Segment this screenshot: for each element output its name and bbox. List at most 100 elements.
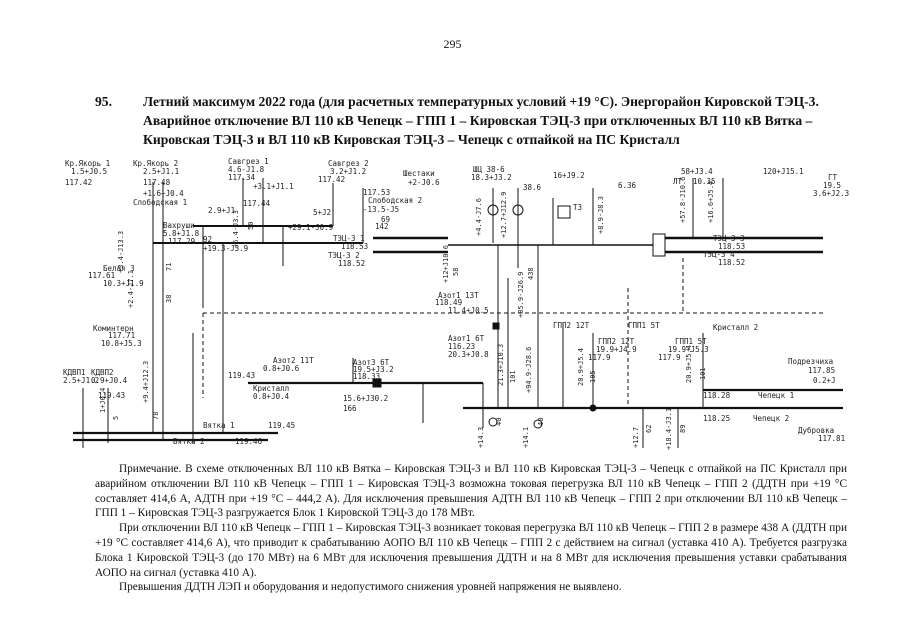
vlabel-4: +5.4-J3.3 — [232, 210, 240, 248]
label-57: Вятка 2 — [173, 437, 205, 446]
label-39: 117.71 — [108, 331, 135, 340]
label-45: 119.43 — [98, 391, 125, 400]
vlabel-33: 89 — [679, 425, 687, 433]
heading-number: 95. — [95, 94, 112, 109]
diagram-labels: Кр.Якорь 1 1.5+J0.5 117.42 Кр.Якорь 2 2.… — [63, 158, 849, 446]
label-38: Коминтерн — [93, 324, 134, 333]
label-94: 118.25 — [703, 414, 730, 423]
notes-block: Примечание. В схеме отключенных ВЛ 110 к… — [95, 462, 847, 595]
vlabel-19: 105 — [589, 370, 597, 383]
label-89: 19.9+J5.3 — [668, 345, 709, 354]
label-3: Кр.Якорь 2 — [133, 159, 178, 168]
vlabel-11: +57.8-J10.6 — [679, 177, 687, 223]
label-97: 117.85 — [808, 366, 835, 375]
vlabel-0: +2.4-J7.1 — [127, 270, 135, 308]
label-62: 38.6 — [523, 183, 542, 192]
vlabel-31: 62 — [645, 425, 653, 433]
label-0: Кр.Якорь 1 — [65, 159, 110, 168]
label-80: Азот1 6Т — [448, 334, 485, 343]
label-58: 119.45 — [268, 421, 295, 430]
label-60: ШЦ 38-6 — [473, 165, 505, 174]
label-18: -13.5-J5 — [363, 205, 399, 214]
label-4: 2.5+J1.1 — [143, 167, 179, 176]
label-68: 10.35 — [693, 177, 716, 186]
label-93: Чепецк 1 — [758, 391, 794, 400]
label-69: 120+J15.1 — [763, 167, 804, 176]
label-81: 116.23 — [448, 342, 475, 351]
label-19: 69 — [381, 215, 390, 224]
label-50: 19.5+J3.2 — [353, 365, 394, 374]
label-31: ТЭЦ-3 1 — [333, 234, 365, 243]
vlabel-32: +18.4-J3.1 — [665, 408, 673, 450]
label-78: 118.49 — [435, 298, 462, 307]
label-74: 118.53 — [718, 242, 745, 251]
label-98: 0.2+J — [813, 376, 836, 385]
label-88: ГПП1 5Т — [675, 337, 707, 346]
label-99: Дубровка — [798, 426, 834, 435]
label-25: 5.8+J1.8 — [163, 229, 200, 238]
vlabel-26: +14.3 — [477, 427, 485, 448]
vlabel-8: +4.4-J7.6 — [475, 198, 483, 236]
label-73: ТЭЦ-3 3 — [713, 234, 745, 243]
label-17: Слободская 2 — [368, 196, 422, 205]
label-59: 119.46 — [235, 437, 263, 446]
vlabel-21: 101 — [699, 367, 707, 380]
label-75: ТЭЦ-3 4 — [703, 250, 735, 259]
diagram-vertical-labels: +2.4-J7.1 38 +3.4-J13.3 71 +5.4-J3.3 50 … — [99, 177, 715, 450]
label-42: КДВП2 — [91, 368, 114, 377]
label-2: 117.42 — [65, 178, 92, 187]
note-paragraph-3: Превышения ДДТН ЛЭП и оборудования и нед… — [119, 581, 622, 594]
label-92: Кристалл 2 — [713, 323, 758, 332]
label-11: 3.2+J1.2 — [330, 167, 366, 176]
label-34: 118.52 — [338, 259, 365, 268]
label-37: 10.3+J1.9 — [103, 279, 144, 288]
note-paragraph-2: При отключении ВЛ 110 кВ Чепецк – ГПП 1 … — [95, 522, 847, 579]
vlabel-23: 78 — [152, 412, 160, 420]
vlabel-2: +3.4-J13.3 — [117, 231, 125, 273]
label-65: Т3 — [573, 203, 582, 212]
label-67: ЛТ — [673, 177, 683, 186]
label-36: 117.61 — [88, 271, 115, 280]
vlabel-7: 58 — [452, 268, 460, 276]
label-26: 117.29 — [168, 237, 195, 246]
label-40: 10.8+J5.3 — [101, 339, 142, 348]
label-12: 117.42 — [318, 175, 345, 184]
label-86: 19.9+J4.9 — [596, 345, 637, 354]
label-7: Савгрез 1 — [228, 158, 269, 166]
vlabel-25: 5 — [112, 416, 120, 420]
label-13: +3.1+J1.1 — [253, 182, 294, 191]
note-paragraph-1: Примечание. В схеме отключенных ВЛ 110 к… — [95, 463, 847, 520]
label-87: 117.9 — [588, 353, 611, 362]
label-71: 19.5 — [823, 181, 841, 190]
label-32: 118.53 — [341, 242, 368, 251]
label-35: Белая 3 — [103, 264, 135, 273]
label-14: Шестаки — [403, 169, 435, 178]
label-21: 2.9+J1 — [208, 206, 235, 215]
label-76: 118.52 — [718, 258, 745, 267]
label-46: Азот2 11Т — [273, 356, 314, 365]
vlabel-3: 71 — [165, 263, 173, 271]
label-79: 11.4+J0.5 — [448, 306, 489, 315]
vlabel-16: 21.3+J10.3 — [497, 344, 505, 386]
label-56: Вятка 1 — [203, 421, 235, 430]
label-48: 119.43 — [228, 371, 255, 380]
label-8: 4.6-J1.8 — [228, 165, 265, 174]
label-20: Слободская 1 — [133, 198, 187, 207]
vlabel-13: +85.9-J26.9 — [517, 272, 525, 318]
power-grid-diagram: Кр.Якорь 1 1.5+J0.5 117.42 Кр.Якорь 2 2.… — [63, 158, 849, 450]
label-15: +2-J0.6 — [408, 178, 440, 187]
vlabel-12: +16.6+J5.4 — [707, 181, 715, 223]
label-6: +1.6+J0.4 — [143, 189, 184, 198]
label-70: ГТ — [828, 173, 838, 182]
label-1: 1.5+J0.5 — [71, 167, 107, 176]
label-5: 117.48 — [143, 178, 171, 187]
label-82: 20.3+J0.8 — [448, 350, 489, 359]
label-96: Подрезчиха — [788, 357, 833, 366]
label-77: Азот1 13Т — [438, 291, 479, 300]
label-27: +29.1-J0.9 — [288, 223, 333, 232]
vlabel-24: 1+J0.4 — [99, 388, 107, 413]
label-30: 92 — [203, 235, 212, 244]
label-53: 0.8+J0.4 — [253, 392, 290, 401]
label-66: 58+J3.4 — [681, 167, 713, 176]
